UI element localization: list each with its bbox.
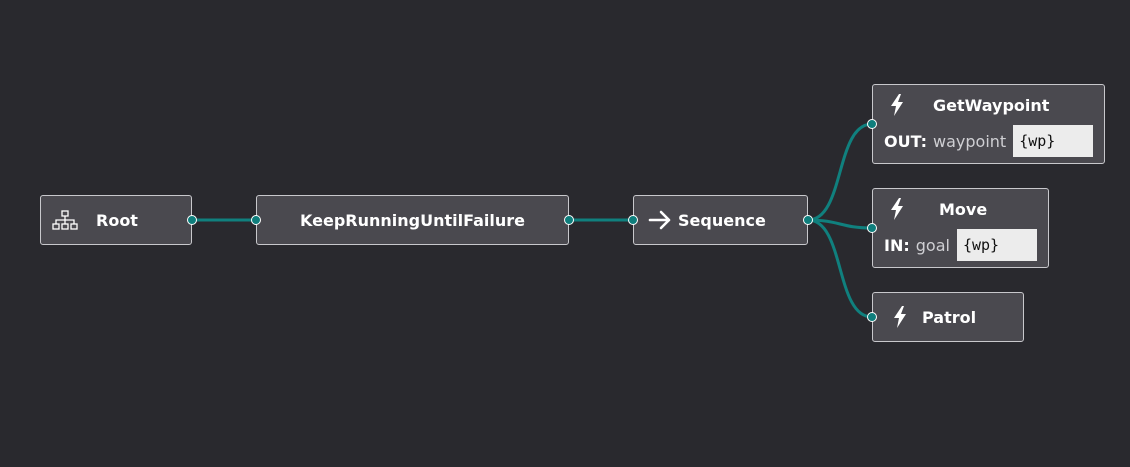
root-node-label: Root bbox=[96, 210, 138, 230]
lightning-bolt-icon bbox=[894, 306, 906, 328]
port-name: waypoint bbox=[933, 131, 1007, 151]
move-node[interactable]: Move IN: goal {wp} bbox=[872, 188, 1049, 268]
output-port-row: OUT: waypoint {wp} bbox=[884, 125, 1094, 157]
patrol-input-port[interactable] bbox=[867, 312, 877, 322]
port-name: goal bbox=[915, 235, 950, 255]
link-sequence-to-getwaypoint bbox=[807, 122, 873, 222]
arrow-right-icon bbox=[648, 210, 671, 230]
input-port-row: IN: goal {wp} bbox=[884, 229, 1037, 261]
sequence-node[interactable]: Sequence bbox=[633, 195, 808, 245]
keep-running-output-port[interactable] bbox=[564, 215, 574, 225]
lightning-bolt-icon bbox=[891, 198, 903, 220]
move-input-port[interactable] bbox=[867, 223, 877, 233]
root-output-port[interactable] bbox=[187, 215, 197, 225]
port-value-field[interactable]: {wp} bbox=[1013, 125, 1094, 157]
sequence-label: Sequence bbox=[678, 210, 766, 230]
sequence-input-port[interactable] bbox=[628, 215, 638, 225]
get-waypoint-input-port[interactable] bbox=[867, 119, 877, 129]
patrol-node[interactable]: Patrol bbox=[872, 292, 1024, 342]
port-direction: OUT: bbox=[884, 131, 928, 151]
link-sequence-to-patrol bbox=[807, 218, 873, 319]
root-node[interactable]: Root bbox=[40, 195, 192, 245]
keep-running-until-failure-node[interactable]: KeepRunningUntilFailure bbox=[256, 195, 569, 245]
get-waypoint-label: GetWaypoint bbox=[933, 95, 1050, 115]
get-waypoint-node[interactable]: GetWaypoint OUT: waypoint {wp} bbox=[872, 84, 1105, 164]
move-label: Move bbox=[939, 199, 988, 219]
port-value-field[interactable]: {wp} bbox=[956, 229, 1037, 261]
patrol-label: Patrol bbox=[922, 307, 977, 327]
lightning-bolt-icon bbox=[891, 94, 903, 116]
keep-running-until-failure-label: KeepRunningUntilFailure bbox=[300, 210, 525, 230]
keep-running-input-port[interactable] bbox=[251, 215, 261, 225]
sequence-output-port[interactable] bbox=[803, 215, 813, 225]
tree-hierarchy-icon bbox=[52, 210, 78, 230]
port-direction: IN: bbox=[884, 235, 910, 255]
